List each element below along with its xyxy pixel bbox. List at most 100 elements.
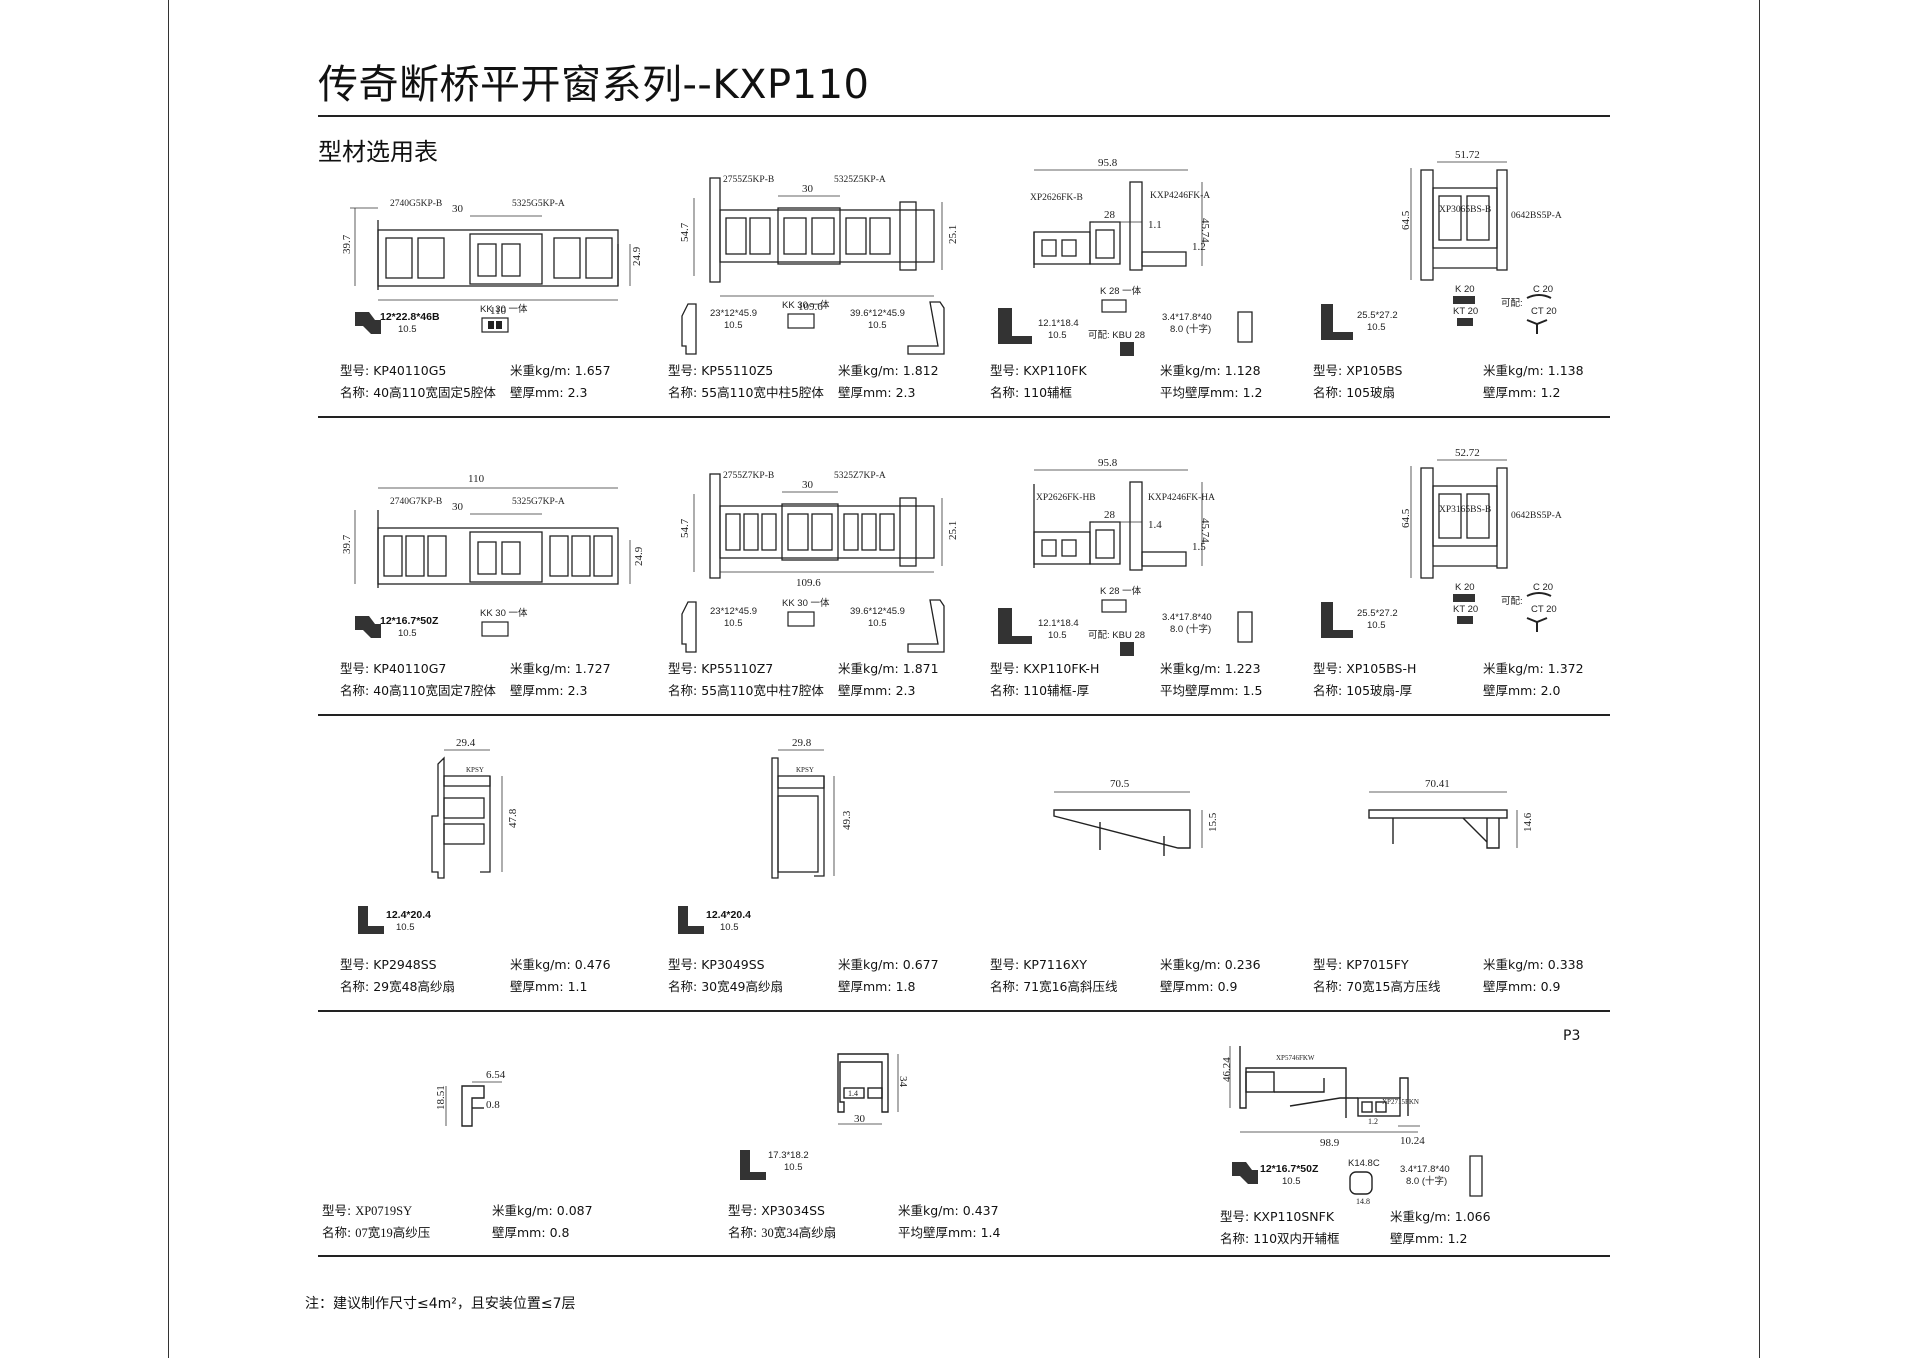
accessory-spec: 17.3*18.2 (768, 1150, 809, 1161)
dim-height: 54.7 (679, 222, 691, 242)
dim-width: 95.8 (1098, 157, 1118, 169)
profile-drawing: 110 39.7 30 24.9 2740G7KP-B 5325G7KP-A (341, 473, 645, 588)
accessory-spec: C 20 (1533, 284, 1553, 295)
dim-height-2: 25.1 (947, 225, 959, 244)
model-code: XP105BS-H (1346, 661, 1417, 676)
part-label: 5325Z5KP-A (834, 175, 886, 185)
thickness-value: 2.3 (567, 683, 588, 698)
accessory-spec-sub: 8.0 (十字) (1170, 623, 1211, 635)
accessory-spec-sub: 8.0 (十字) (1170, 323, 1211, 335)
profile-drawing: 29.4 47.8 KPSY (431, 737, 519, 879)
accessory-spec-sub: 10.5 (1282, 1176, 1301, 1187)
weight-value: 1.657 (574, 363, 611, 378)
accessory-spec: 25.5*27.2 (1357, 608, 1398, 619)
thickness-value: 1.8 (895, 979, 916, 994)
profile-card: 54.7 109.6 30 25.1 2755Z7KP-B 5325Z7KP-A… (668, 466, 988, 708)
model-code: KP40110G7 (373, 661, 447, 676)
profile-name: 105玻扇-厚 (1346, 683, 1413, 698)
accessory-spec: KK 30 一体 (480, 303, 528, 315)
dim-width: 6.54 (486, 1069, 506, 1081)
accessory-spec-sub: 8.0 (十字) (1406, 1175, 1447, 1187)
accessory-spec: CT 20 (1531, 604, 1557, 615)
profile-drawing: 95.8 28 1.4 1.5 45.74 XP2626FK-HB KXP424… (1033, 457, 1215, 571)
profile-drawing: 70.5 15.5 (1053, 778, 1219, 856)
accessory-spec: 12*16.7*50Z (1260, 1163, 1319, 1175)
thickness-value: 0.9 (1217, 979, 1238, 994)
profile-card: 29.4 47.8 KPSY 12.4*20.4 10.5 型号: KP2948… (340, 736, 660, 1006)
dim-width: 98.9 (1320, 1137, 1340, 1149)
profile-name: 110辅框 (1023, 385, 1073, 400)
row-divider (318, 714, 1610, 716)
footnote: 注：建议制作尺寸≤4m²，且安装位置≤7层 (305, 1296, 576, 1312)
profile-drawing: 54.7 109.6 30 25.1 2755Z7KP-B 5325Z7KP-A (679, 471, 959, 589)
part-label: 2740G7KP-B (390, 497, 442, 507)
accessory-drawing: 12.1*18.4 10.5 K 28 一体 可配: KBU 28 3.4*17… (998, 585, 1253, 656)
weight-value: 1.138 (1547, 363, 1584, 378)
model-code: XP3034SS (761, 1203, 825, 1218)
profile-card: 95.8 28 1.1 1.2 45.74 XP2626FK-B KXP4246… (990, 156, 1310, 410)
profile-drawing: 39.7 110 30 24.9 2740G5KP-B 5325G5KP-A (341, 199, 643, 317)
accessory-spec: 可配: (1501, 298, 1523, 309)
accessory-drawing: 23*12*45.9 10.5 KK 30 一体 39.6*12*45.9 10… (681, 597, 945, 653)
title-rule (318, 115, 1610, 117)
dim-width: 110 (468, 473, 485, 485)
page-frame (168, 0, 1760, 1358)
accessory-drawing: 12*16.7*50Z 10.5 KK 30 一体 (355, 607, 528, 639)
accessory-spec: 23*12*45.9 (710, 606, 757, 617)
profile-drawing: 18.51 6.54 0.8 (435, 1069, 506, 1127)
page-title: 传奇断桥平开窗系列--KXP110 (318, 62, 870, 108)
profile-name: 29宽48高纱扇 (373, 979, 456, 994)
dim-width: 52.72 (1455, 447, 1480, 459)
dim-width: 70.41 (1425, 778, 1450, 790)
thickness-value: 1.2 (1447, 1231, 1468, 1246)
dim-step-1: 1.4 (1148, 519, 1162, 531)
thickness-value: 1.2 (1242, 385, 1263, 400)
model-code: KP7015FY (1346, 957, 1409, 972)
accessory-spec-sub: 10.5 (396, 922, 415, 933)
profile-card: 110 39.7 30 24.9 2740G7KP-B 5325G7KP-A 1… (340, 470, 660, 708)
profile-drawing: 95.8 28 1.1 1.2 45.74 XP2626FK-B KXP4246… (1030, 157, 1211, 271)
dim-height: 39.7 (341, 534, 353, 554)
thickness-value: 1.5 (1242, 683, 1263, 698)
thickness-value: 2.3 (895, 385, 916, 400)
weight-value: 0.236 (1224, 957, 1261, 972)
profile-drawing: 51.72 64.5 XP3065BS-B 0642BS5P-A (1400, 149, 1562, 281)
thickness-value: 2.3 (567, 385, 588, 400)
weight-value: 0.087 (556, 1203, 593, 1218)
part-label: 0642BS5P-A (1511, 211, 1562, 221)
thickness-value: 1.1 (567, 979, 588, 994)
part-label: 5325Z7KP-A (834, 471, 886, 481)
dim-height: 34 (897, 1076, 909, 1088)
accessory-spec: 12.4*20.4 (706, 909, 751, 921)
model-code: KP55110Z7 (701, 661, 774, 676)
accessory-spec: C 20 (1533, 582, 1553, 593)
dim-width: 70.5 (1110, 778, 1130, 790)
thickness-value: 0.9 (1540, 979, 1561, 994)
weight-value: 1.128 (1224, 363, 1261, 378)
section-subtitle: 型材选用表 (318, 138, 438, 166)
profile-card: 46.24 98.9 10.24 1.2 XP5746FKW XP2715FKN… (1220, 1036, 1540, 1250)
profile-drawing: 30 34 1.4 (837, 1053, 909, 1125)
accessory-spec-sub: 10.5 (720, 922, 739, 933)
thickness-value: 1.4 (980, 1225, 1001, 1240)
profile-name: 30宽49高纱扇 (701, 979, 784, 994)
accessory-spec: K 28 一体 (1100, 285, 1142, 297)
part-label: KPSY (466, 766, 484, 774)
accessory-spec: KK 30 一体 (782, 299, 830, 311)
weight-value: 1.066 (1454, 1209, 1491, 1224)
part-label: 5325G7KP-A (512, 497, 565, 507)
accessory-spec-sub: 10.5 (1367, 322, 1386, 333)
dim-width: 110 (490, 305, 507, 317)
thickness-value: 2.3 (895, 683, 916, 698)
model-code: KXP110FK-H (1023, 661, 1100, 676)
accessory-spec: 12.4*20.4 (386, 909, 431, 921)
